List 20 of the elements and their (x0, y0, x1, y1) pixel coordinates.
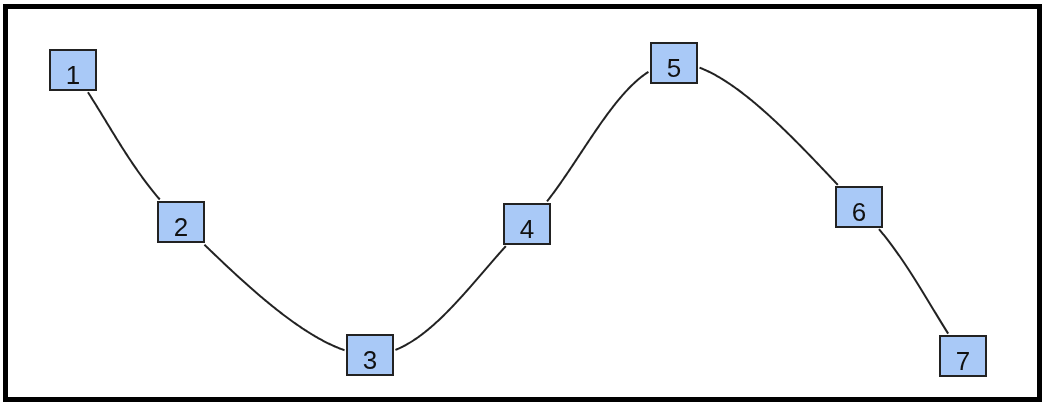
number-box (939, 335, 987, 377)
node-number: 3 (362, 347, 378, 373)
number-box (650, 42, 698, 84)
connector-curve (878, 228, 950, 335)
number-box (157, 201, 205, 243)
connector-curve (546, 70, 650, 203)
node-number: 1 (65, 62, 81, 88)
node-number: 5 (666, 55, 682, 81)
node-number: 7 (955, 348, 971, 374)
node-number: 4 (519, 216, 535, 242)
number-box (346, 334, 394, 376)
connector-curve (698, 66, 839, 186)
number-box (49, 49, 97, 91)
node-number: 2 (173, 214, 189, 240)
connector-curve (86, 91, 161, 201)
number-box (503, 203, 551, 245)
connector-curve (203, 243, 346, 352)
node-number: 6 (851, 199, 867, 225)
connector-curve (394, 245, 507, 351)
number-box (835, 186, 883, 228)
